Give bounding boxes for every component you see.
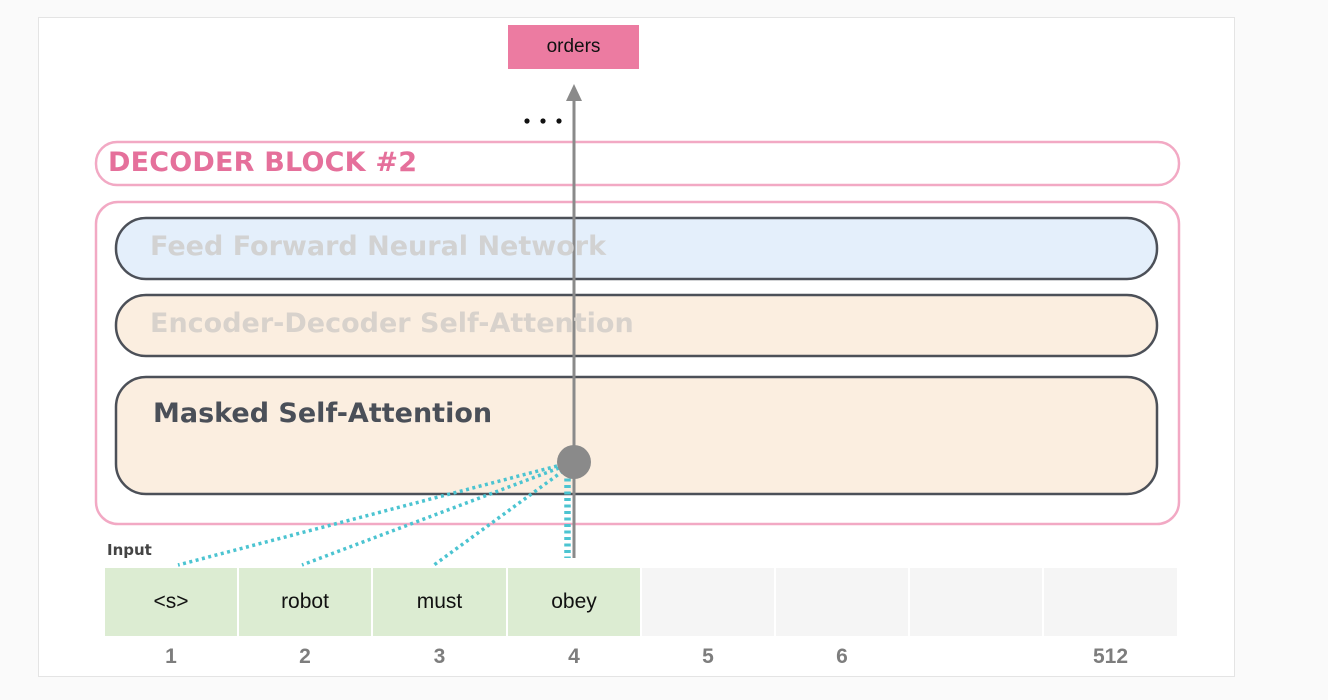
input-token-cell-empty [642, 568, 774, 636]
feed-forward-layer [114, 216, 1159, 281]
position-number [910, 645, 1042, 673]
attention-node [557, 445, 591, 479]
input-caption: Input [107, 541, 152, 559]
attention-line-3 [432, 469, 565, 567]
input-token-cell: must [373, 568, 506, 636]
output-token-label: orders [546, 36, 601, 57]
attention-line-1 [177, 464, 558, 567]
input-token-cell-empty [1044, 568, 1177, 636]
position-number: 5 [702, 645, 714, 668]
position-number: 1 [165, 645, 177, 668]
attention-line-2 [301, 466, 560, 567]
position-number: 6 [836, 645, 848, 668]
attention-lines [177, 464, 571, 567]
encoder-decoder-attention-layer [114, 293, 1159, 358]
position-number: 512 [1092, 645, 1129, 668]
output-token-box [508, 25, 639, 69]
decoder-block-2-outline [94, 140, 1181, 187]
input-token-cell: obey [508, 568, 640, 636]
input-token-cell: <s> [105, 568, 237, 636]
input-token-cell-empty [910, 568, 1042, 636]
position-number: 3 [433, 645, 446, 668]
input-token-cell: robot [239, 568, 371, 636]
flow-arrow-head [566, 84, 582, 101]
masked-self-attention-layer [114, 375, 1159, 496]
input-token-cell-empty [776, 568, 908, 636]
position-number: 2 [299, 645, 311, 668]
encoder-decoder-attention-label: Encoder-Decoder Self-Attention [150, 308, 634, 339]
feed-forward-label: Feed Forward Neural Network [150, 231, 607, 262]
ellipsis [524, 118, 562, 124]
masked-self-attention-label: Masked Self-Attention [153, 398, 493, 429]
position-number: 4 [568, 645, 580, 668]
decoder-block-title: DECODER BLOCK #2 [108, 147, 418, 178]
